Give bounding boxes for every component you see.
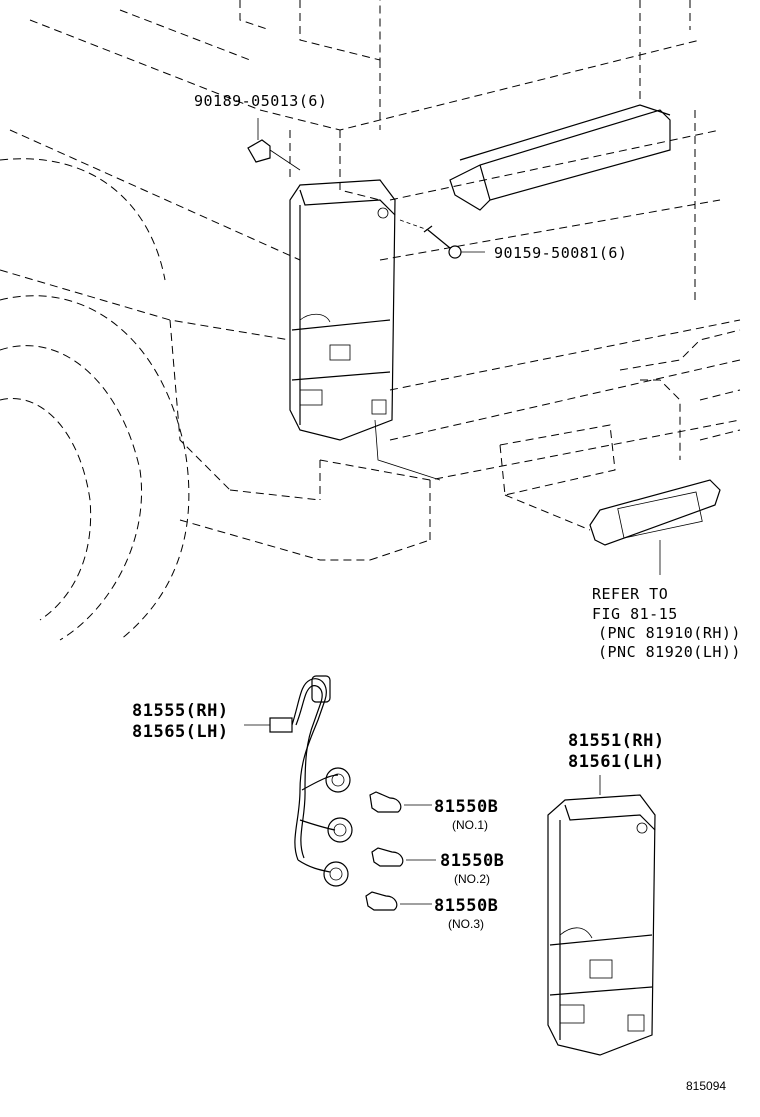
callout-labels: 90189-05013(6) 90159-50081(6) REFER TO F… bbox=[132, 92, 741, 1093]
label-bulb-2: 81550B bbox=[440, 851, 504, 871]
label-bulb-1: 81550B bbox=[434, 797, 498, 817]
label-screw-mid: 90159-50081(6) bbox=[494, 244, 627, 262]
label-refer-3: (PNC 81910(RH)) bbox=[598, 624, 741, 642]
label-screw-top: 90189-05013(6) bbox=[194, 92, 327, 110]
label-socket-rh: 81555(RH) bbox=[132, 701, 229, 721]
bulbs bbox=[365, 791, 436, 911]
license-plate-lamp bbox=[589, 479, 721, 575]
label-bulb-3: 81550B bbox=[434, 896, 498, 916]
socket-wire-harness bbox=[269, 675, 353, 887]
label-refer-1: REFER TO bbox=[592, 585, 668, 603]
label-bulb-2-no: (NO.2) bbox=[454, 872, 490, 886]
label-socket-lh: 81565(LH) bbox=[132, 722, 229, 742]
label-lamp-rh: 81551(RH) bbox=[568, 731, 665, 751]
label-refer-4: (PNC 81920(LH)) bbox=[598, 643, 741, 661]
screw-mid-part bbox=[399, 219, 485, 259]
label-bulb-1-no: (NO.1) bbox=[452, 818, 488, 832]
vehicle-body bbox=[0, 0, 741, 641]
label-lamp-lh: 81561(LH) bbox=[568, 752, 665, 772]
rear-lamp-exploded bbox=[547, 775, 656, 1056]
figure-number: 815094 bbox=[686, 1079, 726, 1093]
rear-lamp-installed bbox=[289, 179, 441, 481]
label-bulb-3-no: (NO.3) bbox=[448, 917, 484, 931]
label-refer-2: FIG 81-15 bbox=[592, 605, 678, 623]
screw-top-part bbox=[247, 118, 301, 171]
